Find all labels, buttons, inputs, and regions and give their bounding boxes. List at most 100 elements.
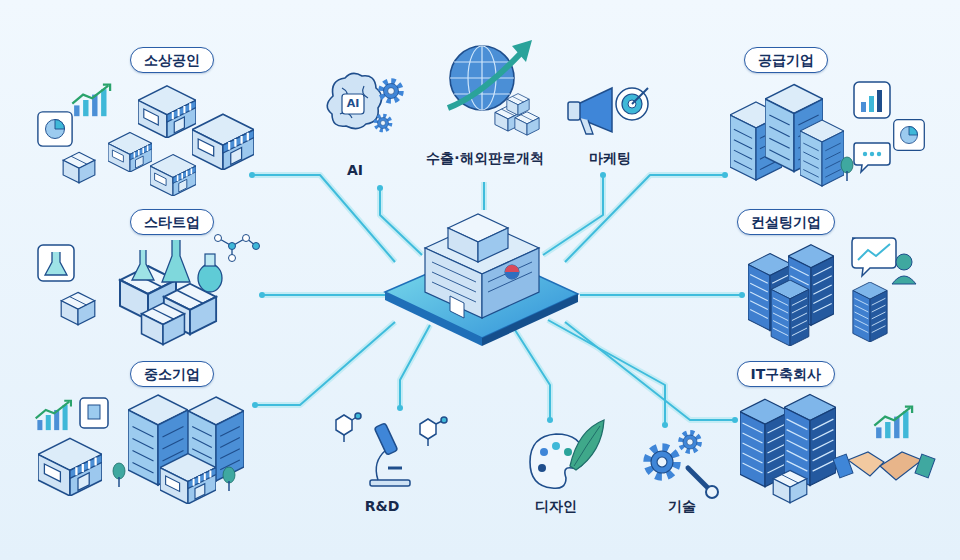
palette-icon-part — [552, 442, 560, 450]
small-business-illustration-part — [192, 114, 254, 170]
microscope-icon-part — [344, 416, 358, 442]
startup-illustration-part — [229, 243, 236, 250]
hub-wire-part-part — [543, 175, 603, 255]
tag-text: IT구축회사 — [751, 365, 822, 383]
microscope-icon — [336, 413, 447, 486]
ai-brain-icon-part — [376, 116, 390, 130]
startup-illustration-part — [243, 235, 250, 242]
icon-text: AI — [347, 95, 360, 113]
microscope-icon-part — [374, 423, 398, 455]
it-builder-illustration — [740, 395, 935, 503]
category-label: R&D — [365, 497, 400, 515]
ai-brain-icon-part — [342, 94, 364, 114]
startup-illustration-part — [205, 254, 215, 266]
consulting-illustration — [748, 238, 916, 346]
hub-wire-part-part — [515, 330, 550, 420]
microscope-icon-part — [441, 417, 447, 423]
sme-illustration-part — [38, 438, 102, 496]
megaphone-icon-part — [580, 118, 593, 134]
supplier-illustration-part — [841, 157, 853, 181]
hub-wire — [249, 172, 745, 428]
tag-text: 공급기업 — [758, 51, 814, 69]
hub-wire-part-part — [252, 175, 395, 262]
hub-wire-part-part — [543, 175, 603, 255]
category-tag: 스타트업 — [130, 209, 214, 235]
hub-wire-part-part — [565, 175, 725, 262]
category-tag: 소상공인 — [130, 47, 214, 73]
megaphone-icon — [568, 88, 648, 134]
sme-illustration — [36, 395, 244, 504]
hub-wire-part-part — [252, 175, 395, 262]
gears-icon — [648, 433, 718, 498]
hub-wire-part-part — [380, 188, 422, 255]
hub-building — [385, 214, 578, 346]
category-tag: 공급기업 — [744, 47, 828, 73]
handshake — [833, 452, 935, 480]
microscope-icon-part — [388, 467, 402, 470]
small-business-illustration-part — [150, 155, 196, 196]
hub-wire-part-part — [400, 325, 430, 408]
hub-wire-part-part — [580, 292, 742, 298]
consulting-illustration-part — [892, 276, 916, 284]
hub-wire-part-part — [255, 322, 395, 405]
it-builder-illustration-part — [773, 470, 807, 502]
consulting-illustration-part — [896, 254, 912, 270]
globe-export-icon-part — [507, 94, 529, 116]
hub-wire-part — [249, 172, 745, 428]
hub-building-part — [432, 262, 532, 302]
palette-icon-part — [564, 448, 572, 456]
hub-building-part — [505, 265, 519, 279]
startup-illustration-part — [162, 240, 190, 282]
startup-illustration-part — [229, 255, 236, 262]
palette-icon-part — [538, 464, 546, 472]
category-label: AI — [347, 161, 363, 179]
category-tag: 컨설팅기업 — [737, 209, 835, 235]
consulting-illustration-part — [771, 280, 809, 346]
startup-illustration-part — [38, 245, 74, 281]
category-label: 기술 — [668, 497, 696, 515]
hub-wire-part-part — [547, 417, 553, 423]
sme-illustration-part — [80, 398, 108, 428]
hub-wire-part — [252, 175, 742, 425]
hub-building-part — [505, 265, 519, 272]
microscope-icon-part — [428, 420, 444, 446]
hub-wire-part-part — [483, 182, 485, 210]
startup-illustration-part — [198, 264, 222, 292]
startup-illustration-part — [61, 292, 95, 324]
small-business-illustration — [38, 85, 254, 196]
startup-illustration-part — [132, 250, 154, 280]
hub-wire-part-part — [662, 422, 668, 428]
category-tag: 중소기업 — [130, 361, 214, 387]
hub-wire-part-part — [739, 292, 745, 298]
palette-icon-part — [570, 420, 604, 470]
sme-illustration-part — [88, 405, 100, 419]
tag-text: 소상공인 — [144, 51, 200, 69]
hub-wire-part-part — [380, 188, 422, 255]
hub-wire-part-part — [481, 182, 487, 210]
hub-building-part — [478, 228, 508, 262]
megaphone-icon-part — [568, 102, 580, 120]
ai-brain-icon-part — [340, 86, 368, 118]
supplier-illustration — [730, 82, 924, 186]
small-business-illustration-part — [63, 152, 95, 183]
hub-wire-part-part — [377, 185, 383, 191]
ai-brain-icon-part — [381, 81, 401, 101]
startup-illustration — [38, 235, 260, 345]
microscope-icon-part — [355, 413, 361, 419]
ai-brain-icon-part — [327, 73, 381, 128]
microscope-icon-part — [336, 415, 352, 435]
hub-wire-part-part — [732, 417, 738, 423]
hub-building-part — [450, 296, 464, 318]
hub-wire-part-part — [400, 325, 430, 408]
hub-building-part — [505, 272, 519, 279]
hub-building-part — [448, 228, 478, 262]
sme-illustration-part — [113, 463, 125, 487]
sme-illustration-part — [160, 454, 216, 504]
gears-icon-part — [648, 448, 677, 477]
supplier-illustration-part — [800, 120, 844, 186]
hub-wire-part-part — [565, 175, 725, 262]
sme-illustration-part — [36, 401, 71, 430]
hub-wire-part-part — [262, 292, 388, 298]
